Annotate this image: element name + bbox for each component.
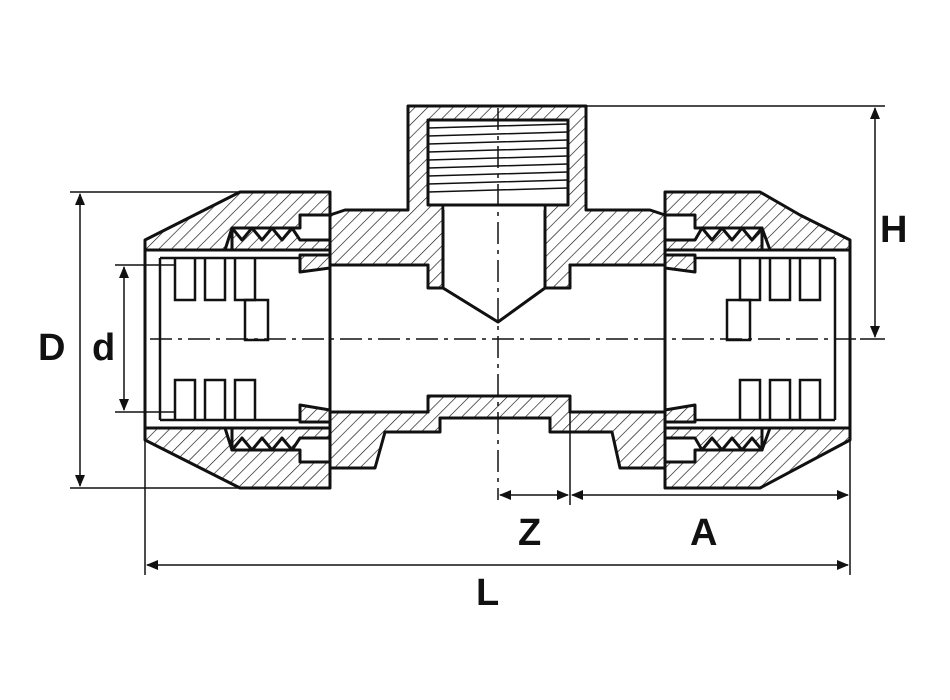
label-D: D — [38, 327, 65, 369]
dimension-lines — [70, 105, 885, 575]
label-Z: Z — [518, 512, 541, 554]
left-compression-end — [143, 190, 332, 490]
label-L: L — [476, 572, 499, 614]
label-A: A — [690, 512, 717, 554]
branch-thread — [408, 104, 586, 207]
label-d: d — [92, 327, 115, 369]
label-H: H — [880, 209, 907, 251]
center-lines — [150, 108, 860, 500]
right-compression-end — [663, 190, 852, 490]
